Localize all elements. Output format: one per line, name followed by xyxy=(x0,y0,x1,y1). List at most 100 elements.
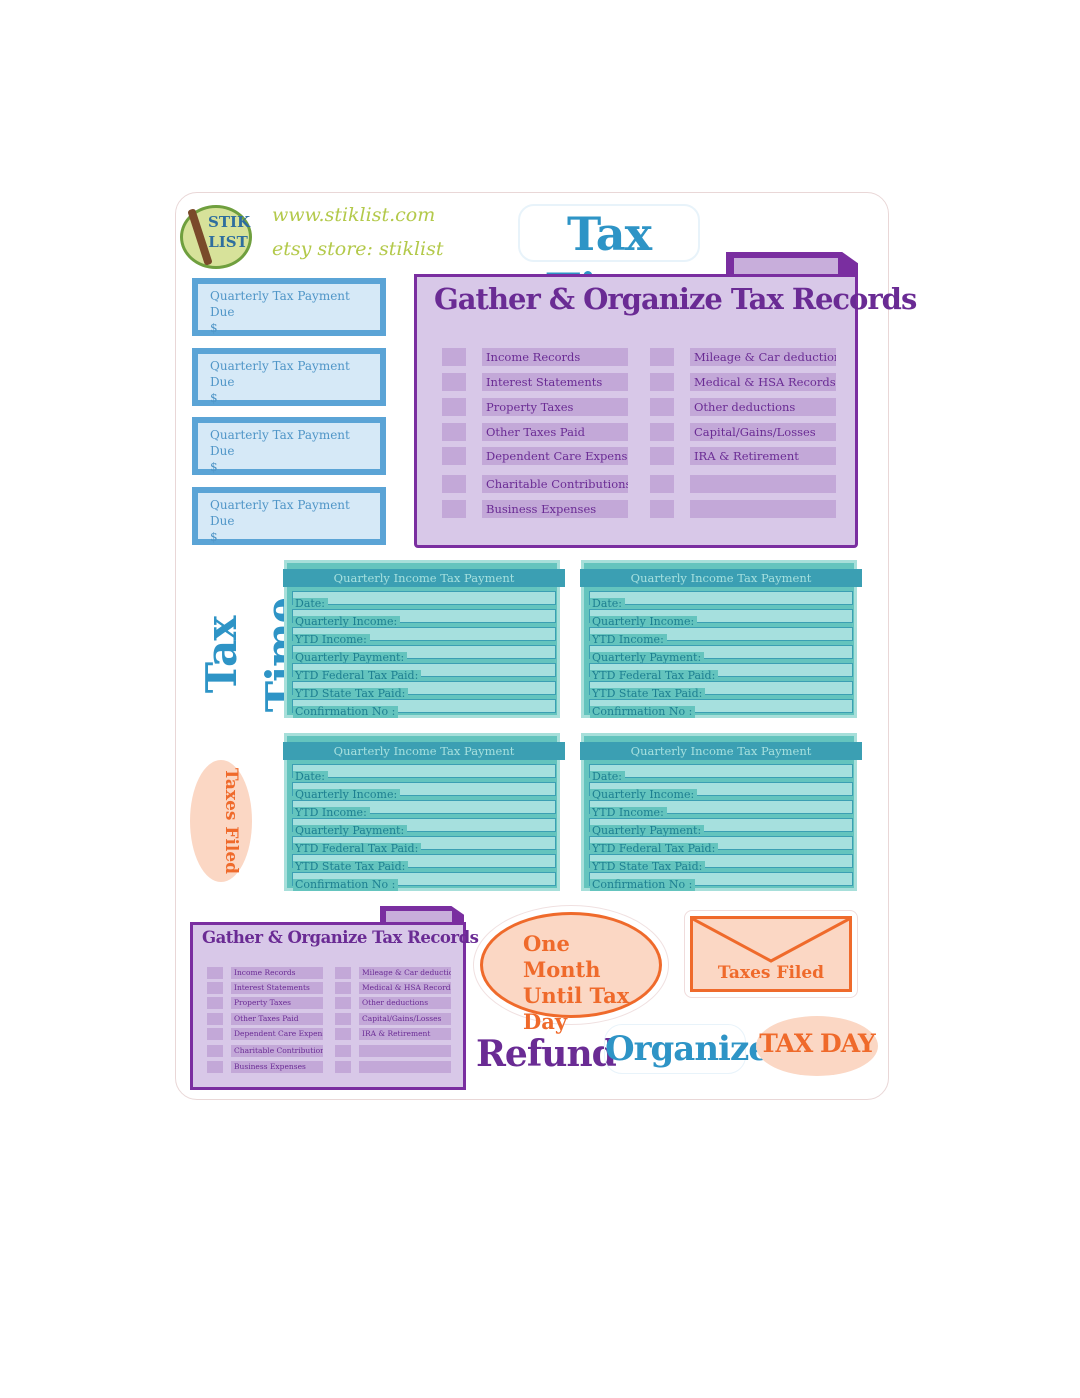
checklist-item: Dependent Care Expenses xyxy=(482,447,628,465)
checkbox xyxy=(207,982,223,994)
payment-field-label: Quarterly Income: xyxy=(590,789,698,801)
checkbox xyxy=(335,982,351,994)
checklist-item: Property Taxes xyxy=(231,997,323,1009)
payment-field-row: YTD Income: xyxy=(292,627,556,646)
quarterly-due-label: Quarterly Tax Payment Due xyxy=(210,289,350,319)
checklist-item: IRA & Retirement xyxy=(359,1028,451,1040)
quarterly-payment-card: Quarterly Income Tax Payment Date: Quart… xyxy=(580,560,862,718)
checkbox xyxy=(335,997,351,1009)
payment-field-row: YTD Income: xyxy=(589,627,853,646)
checkbox xyxy=(207,967,223,979)
payment-field-row: YTD Federal Tax Paid: xyxy=(589,836,853,855)
checkbox xyxy=(650,423,674,441)
checklist-item: Income Records xyxy=(231,967,323,979)
checklist-item: Mileage & Car deductions xyxy=(359,967,451,979)
small-folder-title: Gather & Organize Tax Records xyxy=(202,928,479,947)
checklist-item: Other deductions xyxy=(359,997,451,1009)
one-month-until-tax-day-sticker: One Month Until Tax Day xyxy=(480,912,662,1034)
checklist-item: Charitable Contributions xyxy=(482,475,628,493)
checkbox xyxy=(442,373,466,391)
checklist-item: Mileage & Car deductions xyxy=(690,348,836,366)
payment-field-row: Quarterly Payment: xyxy=(589,645,853,664)
checklist-item-blank xyxy=(359,1045,451,1057)
checkbox xyxy=(207,997,223,1009)
payment-field-label: Confirmation No : xyxy=(293,879,399,891)
tax-time-vertical-text: Tax Time xyxy=(197,597,306,713)
payment-card-title: Quarterly Income Tax Payment xyxy=(580,742,862,760)
checkbox xyxy=(207,1061,223,1073)
checkbox xyxy=(442,348,466,366)
payment-field-row: Date: xyxy=(292,764,556,783)
checkbox xyxy=(335,1028,351,1040)
payment-card-title: Quarterly Income Tax Payment xyxy=(580,569,862,587)
payment-field-label: Date: xyxy=(590,771,626,783)
currency-symbol: $ xyxy=(210,391,218,405)
payment-field-label: YTD State Tax Paid: xyxy=(293,861,409,873)
checkbox xyxy=(442,475,466,493)
payment-field-label: Quarterly Payment: xyxy=(293,652,408,664)
checkbox xyxy=(442,423,466,441)
checkbox xyxy=(442,447,466,465)
payment-field-label: Quarterly Income: xyxy=(293,616,401,628)
payment-field-label: YTD Federal Tax Paid: xyxy=(590,843,719,855)
payment-field-row: YTD Income: xyxy=(292,800,556,819)
payment-field-row: YTD State Tax Paid: xyxy=(292,681,556,700)
payment-field-row: Date: xyxy=(589,764,853,783)
payment-field-label: Quarterly Payment: xyxy=(590,825,705,837)
payment-field-row: YTD State Tax Paid: xyxy=(589,681,853,700)
checklist-item: Other deductions xyxy=(690,398,836,416)
refund-sticker: Refund xyxy=(476,1033,617,1075)
tax-time-headline-sticker: Tax Time xyxy=(518,204,700,317)
payment-field-row: Quarterly Payment: xyxy=(589,818,853,837)
checklist-item: Dependent Care Expenses xyxy=(231,1028,323,1040)
checkbox xyxy=(335,1061,351,1073)
payment-field-label: YTD Income: xyxy=(293,807,370,819)
quarterly-payment-card: Quarterly Income Tax Payment Date: Quart… xyxy=(283,560,565,718)
folder-tab xyxy=(726,252,858,280)
payment-field-row: Quarterly Income: xyxy=(292,609,556,628)
payment-field-row: YTD Federal Tax Paid: xyxy=(292,836,556,855)
payment-field-label: YTD State Tax Paid: xyxy=(590,861,706,873)
checklist-item: Interest Statements xyxy=(231,982,323,994)
checklist-item: IRA & Retirement xyxy=(690,447,836,465)
checklist-item: Interest Statements xyxy=(482,373,628,391)
quarterly-due-sticker: Quarterly Tax Payment Due$ xyxy=(192,417,386,475)
payment-card-title: Quarterly Income Tax Payment xyxy=(283,569,565,587)
payment-field-row: Confirmation No : xyxy=(589,872,853,891)
payment-field-row: Quarterly Payment: xyxy=(292,818,556,837)
payment-field-label: Quarterly Income: xyxy=(590,616,698,628)
payment-field-label: Confirmation No : xyxy=(590,706,696,718)
checkbox xyxy=(335,1045,351,1057)
tax-time-vertical-sticker: Tax Time xyxy=(192,565,306,745)
payment-field-row: Quarterly Income: xyxy=(589,782,853,801)
tax-day-sticker: TAX DAY xyxy=(756,1016,878,1076)
payment-field-label: Date: xyxy=(293,598,329,610)
checkbox xyxy=(650,348,674,366)
checkbox xyxy=(335,967,351,979)
quarterly-due-sticker: Quarterly Tax Payment Due$ xyxy=(192,348,386,406)
checkbox xyxy=(442,398,466,416)
checkbox xyxy=(650,500,674,518)
payment-field-label: Confirmation No : xyxy=(293,706,399,718)
checkbox xyxy=(650,373,674,391)
website-text: www.stiklist.com xyxy=(272,204,436,226)
checklist-item-blank xyxy=(690,500,836,518)
taxes-filed-oval-text: Taxes Filed xyxy=(221,767,241,875)
payment-field-row: Quarterly Income: xyxy=(292,782,556,801)
checklist-item: Medical & HSA Records xyxy=(359,982,451,994)
logo-text-line-1: STIK xyxy=(208,213,251,231)
quarterly-due-sticker: Quarterly Tax Payment Due$ xyxy=(192,278,386,336)
logo-text: STIK LIST xyxy=(208,212,251,252)
payment-field-label: YTD Federal Tax Paid: xyxy=(293,670,422,682)
quarterly-payment-card: Quarterly Income Tax Payment Date: Quart… xyxy=(283,733,565,891)
checklist-item: Capital/Gains/Losses xyxy=(359,1013,451,1025)
checklist-item-blank xyxy=(359,1061,451,1073)
checklist-item: Property Taxes xyxy=(482,398,628,416)
payment-field-label: YTD Income: xyxy=(590,807,667,819)
checklist-item: Other Taxes Paid xyxy=(231,1013,323,1025)
checkbox xyxy=(650,398,674,416)
checklist-item: Charitable Contributions xyxy=(231,1045,323,1057)
payment-field-row: Quarterly Income: xyxy=(589,609,853,628)
envelope-sticker: Taxes Filed xyxy=(690,916,852,992)
payment-field-row: YTD Income: xyxy=(589,800,853,819)
